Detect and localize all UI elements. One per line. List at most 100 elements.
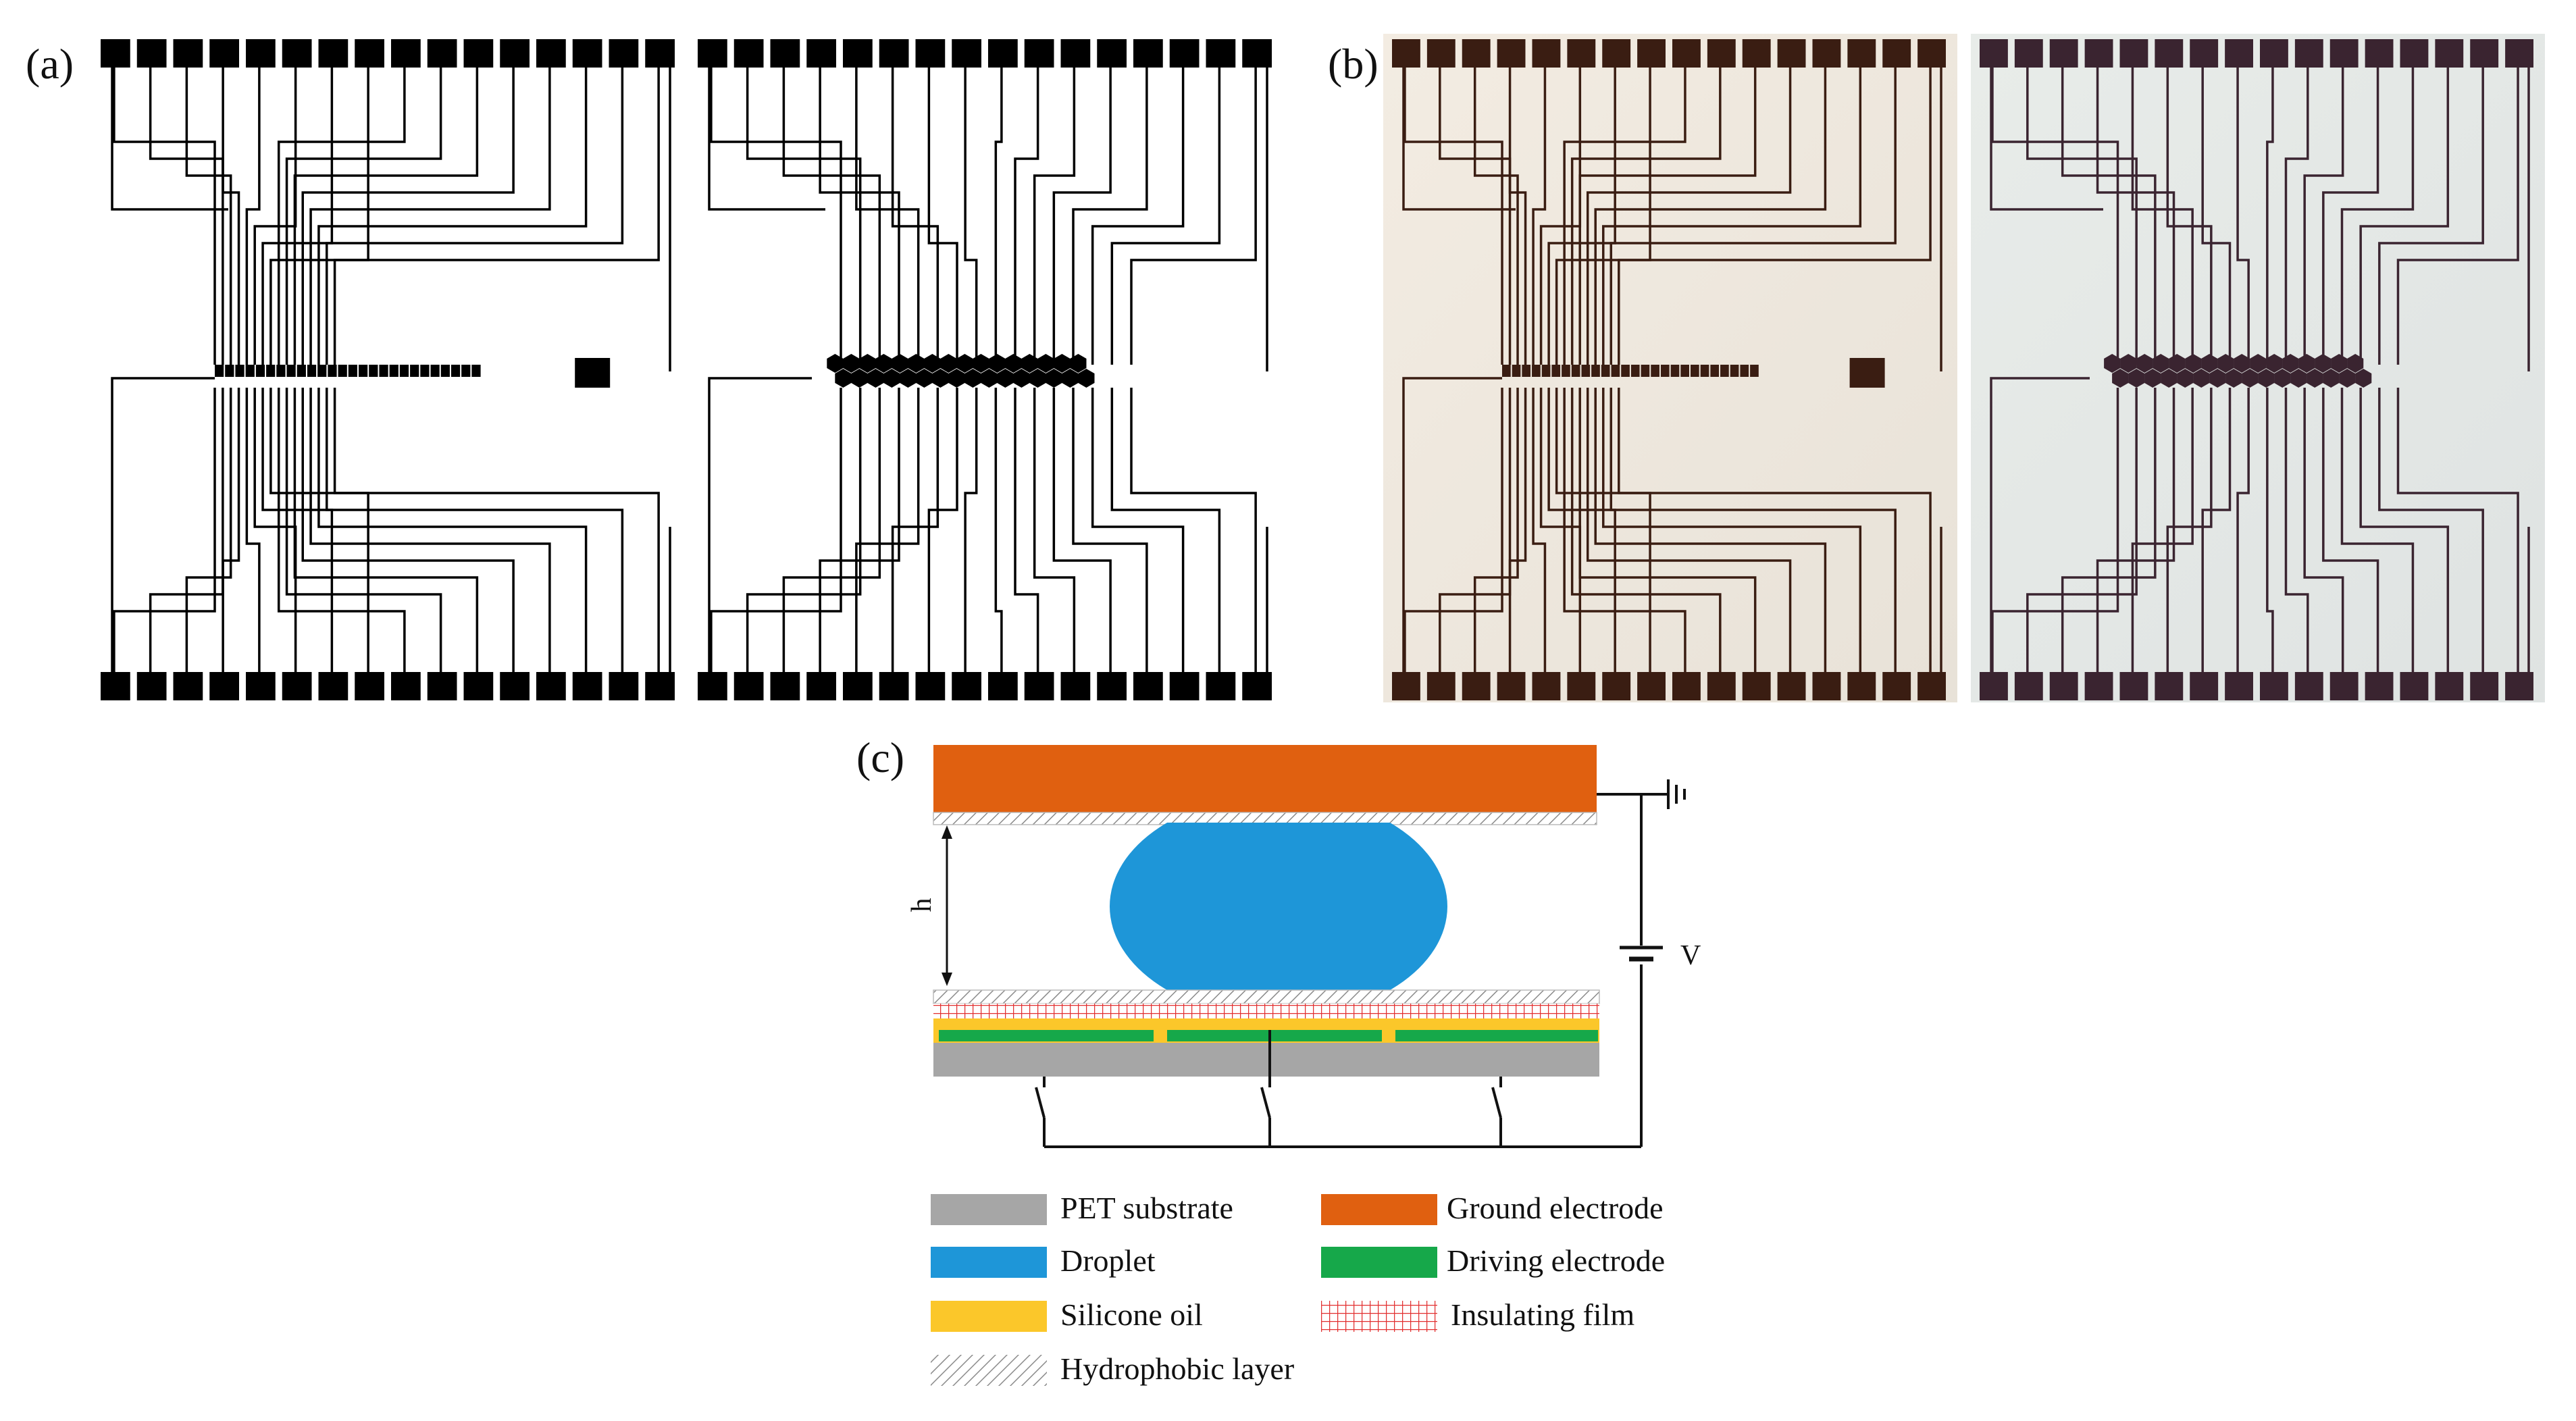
electrode-trace [819, 68, 900, 365]
contact-pad [1532, 672, 1561, 700]
frame-trace [1990, 68, 2103, 211]
electrode-trace [710, 68, 842, 365]
contact-pad [645, 672, 675, 700]
electrode-trace [1570, 68, 1722, 365]
electrode-cell [1502, 365, 1511, 377]
contact-pad [1812, 672, 1841, 700]
electrode-trace [277, 68, 406, 365]
electrode-trace [301, 68, 515, 365]
contact-pad [843, 39, 873, 68]
electrode-trace [927, 388, 958, 672]
contact-pad [463, 672, 494, 700]
hexagon-electrode [835, 369, 852, 388]
hexagon-electrode [956, 354, 973, 373]
hexagon-electrode [2217, 354, 2234, 373]
contact-pad [2155, 39, 2184, 68]
electrode-trace [2236, 388, 2250, 672]
contact-pad [427, 39, 457, 68]
electrode-trace [1033, 388, 1076, 672]
hexagon-electrode [1062, 369, 1079, 388]
contact-pad [1426, 672, 1456, 700]
legend-swatch-oil [931, 1301, 1047, 1332]
chip-drawing-a-right [698, 39, 1272, 700]
hexagon-electrode [2104, 354, 2121, 373]
electrode-trace [891, 68, 939, 365]
legend-label-oil: Silicone oil [1060, 1297, 1203, 1332]
electrode-cell [399, 365, 409, 377]
electrode-trace [293, 388, 479, 672]
pet-substrate-layer [933, 1043, 1599, 1077]
electrode-cell [1541, 365, 1551, 377]
reservoir-electrode [575, 358, 611, 388]
contact-pad [1882, 39, 1911, 68]
contact-pad [952, 39, 981, 68]
contact-pad [770, 39, 800, 68]
electrode-trace [1403, 68, 1503, 365]
electrode-cell [1670, 365, 1680, 377]
electrode-cell [307, 365, 317, 377]
contact-pad [733, 39, 764, 68]
hexagon-electrode [2185, 354, 2202, 373]
hexagon-electrode [2250, 354, 2267, 373]
electrode-cell [1710, 365, 1720, 377]
hexagon-electrode [2290, 369, 2307, 388]
contact-pad [1097, 39, 1127, 68]
hexagon-electrode [2339, 369, 2356, 388]
electrode-trace [964, 388, 978, 672]
electrode-trace [253, 68, 297, 365]
gap-dimension-arrow [942, 825, 952, 986]
electrode-cell [1651, 365, 1659, 377]
electrode-trace [317, 388, 588, 672]
electrode-trace [1586, 388, 1792, 672]
electrode-trace [1563, 68, 1686, 365]
contact-pad [282, 672, 312, 700]
contact-pad [2190, 672, 2219, 700]
contact-pad [101, 39, 130, 68]
electrode-trace [326, 68, 624, 365]
electrode-trace [309, 68, 551, 365]
hexagon-electrode [2331, 354, 2348, 373]
hexagon-electrode [924, 354, 941, 373]
electrode-trace [113, 68, 216, 365]
hexagon-electrode [2323, 369, 2340, 388]
electrode-trace [2340, 388, 2415, 672]
contact-pad [1497, 672, 1526, 700]
panel-a-label: (a) [26, 40, 74, 88]
hexagon-electrode [859, 354, 876, 373]
electrode-trace [2378, 68, 2484, 365]
hexagon-electrode [997, 369, 1014, 388]
contact-pad [173, 39, 203, 68]
contact-pad [843, 672, 873, 700]
electrode-trace [1130, 68, 1257, 365]
contact-pad [1567, 672, 1596, 700]
electrode-cell [1730, 365, 1739, 377]
electrode-trace [1578, 388, 1757, 672]
electrode-cell [276, 365, 286, 377]
contact-pad [1242, 672, 1272, 700]
hexagon-electrode [875, 354, 892, 373]
contact-pad [770, 672, 800, 700]
contact-pad [609, 39, 639, 68]
electrode-trace [1602, 388, 1862, 672]
electrode-trace [2131, 68, 2194, 365]
hexagon-electrode [867, 369, 884, 388]
electrode-trace [1403, 388, 1503, 672]
electrode-trace [2166, 68, 2213, 365]
contact-pad [1777, 672, 1806, 700]
contact-pad [1169, 672, 1200, 700]
electrode-cell [297, 365, 306, 377]
contact-pad [355, 39, 384, 68]
panel-c-label: (c) [856, 733, 905, 781]
contact-pad [1133, 672, 1163, 700]
hexagon-electrode [2136, 354, 2153, 373]
contact-pad [209, 39, 239, 68]
driving-electrode-1 [939, 1030, 1154, 1041]
contact-pad [536, 672, 566, 700]
contact-pad [2084, 39, 2113, 68]
contact-pad [1707, 672, 1736, 700]
electrode-trace [927, 68, 958, 365]
frame-trace [111, 377, 215, 672]
hexagon-electrode [2282, 354, 2299, 373]
electrode-trace [1473, 388, 1519, 672]
hexagon-electrode [2274, 369, 2291, 388]
